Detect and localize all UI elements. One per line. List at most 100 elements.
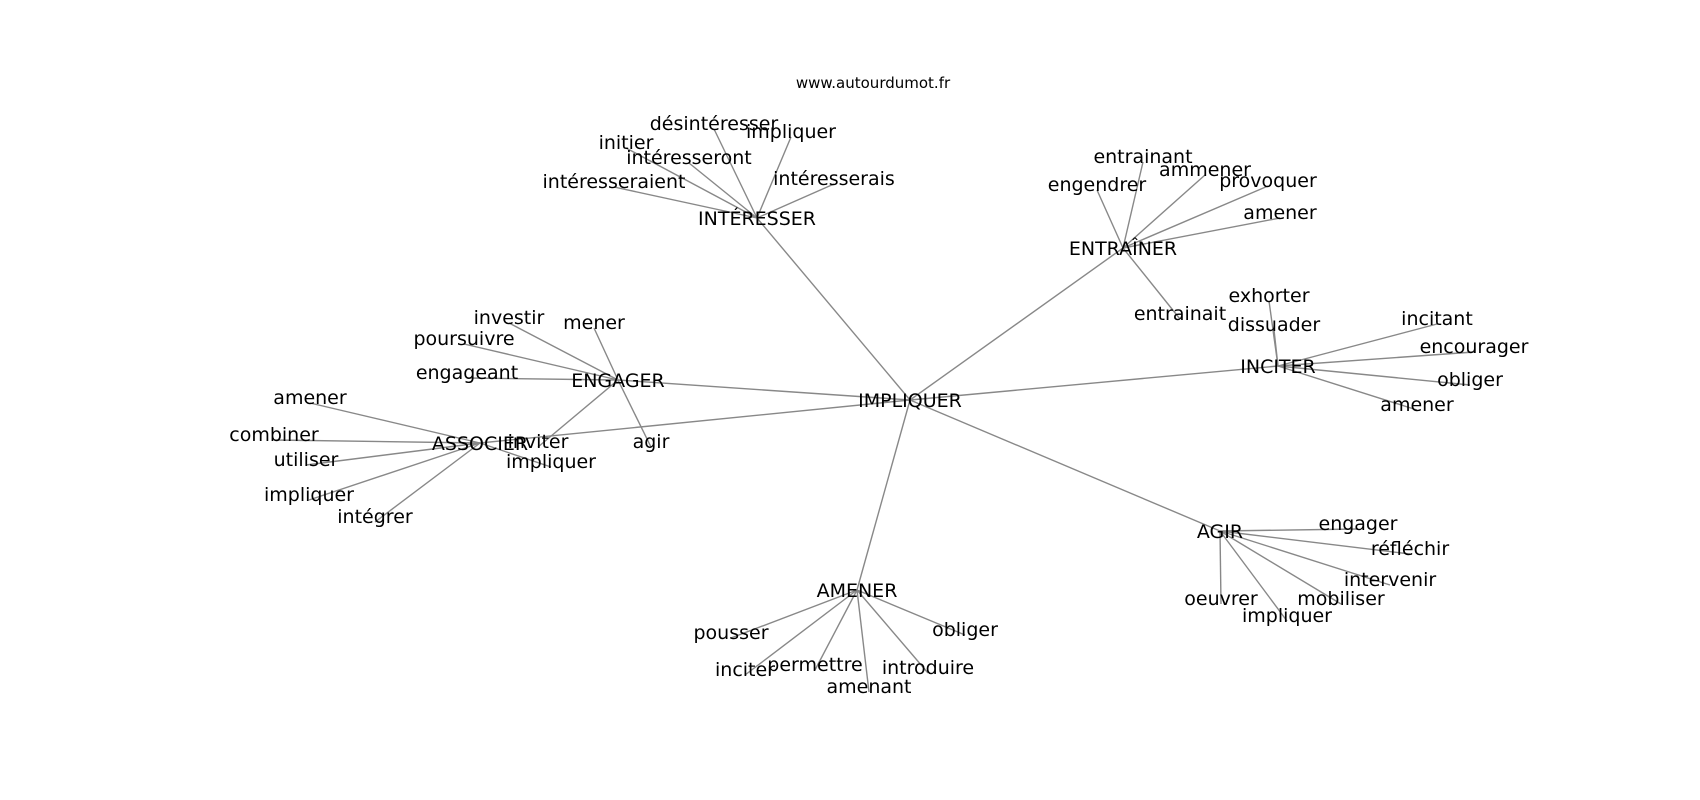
edge-interesser-leaf-2: [713, 128, 758, 219]
group-node-associer[interactable]: ASSOCIER: [432, 433, 528, 455]
leaf-node-inciter-2[interactable]: incitant: [1401, 308, 1473, 330]
leaf-node-agir-2[interactable]: intervenir: [1344, 569, 1437, 591]
leaf-node-entrainer-1[interactable]: entrainant: [1093, 146, 1192, 168]
leaf-node-interesser-1[interactable]: initier: [599, 132, 654, 154]
leaf-node-amener-2[interactable]: permettre: [767, 654, 862, 676]
leaf-node-interesser-3[interactable]: intéresseront: [626, 147, 752, 169]
edge-engager-leaf-5: [617, 379, 652, 448]
leaf-node-associer-2[interactable]: utiliser: [274, 449, 339, 471]
leaf-node-inciter-4[interactable]: obliger: [1437, 369, 1503, 391]
leaf-node-associer-1[interactable]: combiner: [229, 424, 319, 446]
group-node-entrainer[interactable]: ENTRAÎNER: [1069, 237, 1177, 260]
leaf-node-agir-0[interactable]: engager: [1319, 513, 1398, 535]
edge-amener-leaf-3: [856, 589, 870, 693]
center-node[interactable]: IMPLIQUER: [858, 390, 962, 412]
edge-impliquer-agir: [909, 399, 1221, 532]
edge-associer-leaf-0: [309, 402, 481, 444]
edge-amener-leaf-0: [730, 589, 858, 639]
edge-agir-leaf-1: [1219, 530, 1411, 555]
edge-associer-leaf-2: [305, 442, 481, 466]
edge-interesser-leaf-1: [625, 147, 758, 219]
site-watermark: www.autourdumot.fr: [796, 74, 951, 92]
leaf-node-associer-3[interactable]: impliquer: [264, 484, 354, 506]
leaf-node-interesser-4[interactable]: impliquer: [746, 121, 836, 143]
edge-entrainer-leaf-3: [1122, 185, 1269, 249]
edge-entrainer-leaf-4: [1122, 217, 1281, 249]
edge-interesser-leaf-5: [756, 183, 835, 219]
edge-associer-leaf-4: [374, 442, 481, 523]
edge-entrainer-leaf-0: [1096, 189, 1124, 249]
edge-inciter-leaf-3: [1277, 351, 1475, 367]
edge-impliquer-entrainer: [909, 247, 1124, 401]
edge-engager-leaf-1: [593, 327, 619, 381]
edge-amener-leaf-5: [856, 589, 966, 636]
edge-agir-leaf-4: [1219, 530, 1288, 622]
leaf-node-agir-1[interactable]: réfléchir: [1371, 538, 1450, 560]
leaf-node-inciter-1[interactable]: dissuader: [1228, 314, 1321, 336]
edge-associer-leaf-3: [308, 442, 481, 501]
leaf-node-interesser-5[interactable]: intéresserais: [773, 168, 895, 190]
leaf-node-entrainer-5[interactable]: entrainait: [1134, 303, 1226, 325]
leaf-node-interesser-2[interactable]: désintéresser: [650, 113, 779, 135]
edge-agir-leaf-3: [1219, 530, 1342, 605]
leaf-node-engager-3[interactable]: engageant: [416, 362, 518, 384]
leaf-node-inciter-5[interactable]: amener: [1380, 394, 1454, 416]
leaf-node-amener-0[interactable]: pousser: [693, 622, 768, 644]
edge-entrainer-leaf-1: [1122, 161, 1144, 249]
edge-inciter-leaf-1: [1273, 329, 1279, 367]
edge-amener-leaf-4: [856, 589, 929, 674]
edge-agir-leaf-2: [1219, 530, 1391, 586]
group-node-interesser[interactable]: INTÉRESSER: [698, 207, 816, 230]
group-node-amener[interactable]: AMENER: [817, 580, 898, 602]
leaf-node-entrainer-4[interactable]: amener: [1243, 202, 1317, 224]
edge-inciter-leaf-2: [1277, 323, 1438, 367]
leaf-node-agir-5[interactable]: oeuvrer: [1184, 588, 1258, 610]
leaf-node-engager-4[interactable]: inviter: [508, 431, 569, 453]
edge-entrainer-leaf-5: [1122, 247, 1181, 320]
leaf-node-agir-4[interactable]: impliquer: [1242, 605, 1332, 627]
edge-engager-leaf-3: [466, 377, 619, 381]
edge-impliquer-associer: [479, 399, 911, 444]
group-node-engager[interactable]: ENGAGER: [571, 370, 665, 392]
edge-associer-leaf-5: [479, 442, 552, 468]
leaf-node-amener-1[interactable]: inciter: [715, 659, 775, 681]
leaf-node-amener-3[interactable]: amenant: [826, 676, 911, 698]
leaf-node-interesser-0[interactable]: intéresseraient: [543, 171, 686, 193]
edge-amener-leaf-2: [814, 589, 858, 671]
edges-layer: [273, 128, 1475, 693]
edge-interesser-leaf-3: [688, 162, 758, 219]
edge-agir-leaf-0: [1219, 528, 1359, 532]
edge-interesser-leaf-0: [613, 186, 758, 219]
edge-impliquer-engager: [617, 379, 911, 401]
leaf-node-associer-5[interactable]: impliquer: [506, 451, 596, 473]
leaf-node-engager-2[interactable]: poursuivre: [413, 328, 514, 350]
edge-impliquer-inciter: [909, 365, 1279, 401]
edge-impliquer-interesser: [756, 217, 911, 401]
edge-associer-leaf-1: [273, 439, 481, 444]
leaf-node-associer-4[interactable]: intégrer: [337, 506, 413, 528]
leaf-node-entrainer-3[interactable]: provoquer: [1219, 170, 1317, 192]
leaf-node-entrainer-0[interactable]: engendrer: [1048, 174, 1147, 196]
leaf-node-entrainer-2[interactable]: ammener: [1159, 159, 1251, 181]
edge-inciter-leaf-5: [1277, 365, 1418, 411]
leaf-node-agir-3[interactable]: mobiliser: [1297, 588, 1385, 610]
edge-amener-leaf-1: [744, 589, 858, 676]
leaf-node-inciter-0[interactable]: exhorter: [1228, 285, 1309, 307]
leaf-node-inciter-3[interactable]: encourager: [1420, 336, 1529, 358]
group-node-agir[interactable]: AGIR: [1197, 521, 1243, 543]
edge-agir-leaf-5: [1219, 530, 1222, 605]
leaf-node-amener-4[interactable]: introduire: [882, 657, 974, 679]
leaf-node-associer-0[interactable]: amener: [273, 387, 347, 409]
leaf-node-engager-5[interactable]: agir: [633, 431, 670, 453]
edge-entrainer-leaf-2: [1122, 174, 1206, 249]
leaf-node-engager-1[interactable]: mener: [563, 312, 625, 334]
leaf-node-amener-5[interactable]: obliger: [932, 619, 998, 641]
edge-engager-leaf-0: [508, 322, 619, 381]
group-node-inciter[interactable]: INCITER: [1240, 356, 1316, 378]
edge-interesser-leaf-4: [756, 136, 792, 219]
leaf-node-engager-0[interactable]: investir: [474, 307, 545, 329]
edge-engager-leaf-2: [463, 343, 619, 381]
edge-inciter-leaf-4: [1277, 365, 1471, 386]
